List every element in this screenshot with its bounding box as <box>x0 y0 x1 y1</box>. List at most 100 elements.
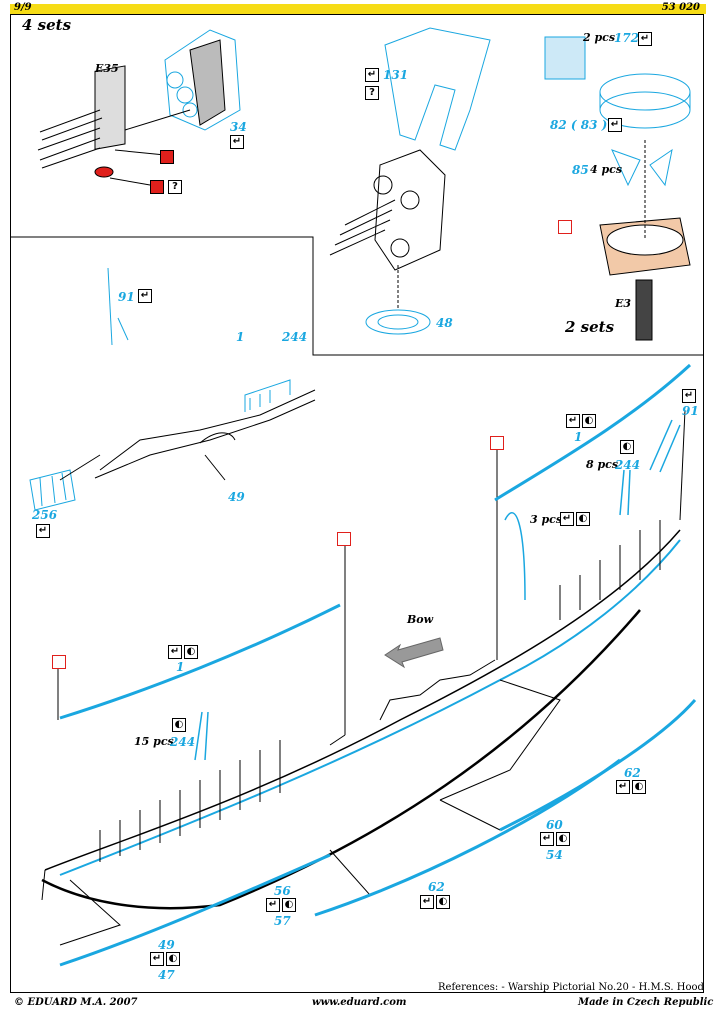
pe-stanchions <box>194 419 681 761</box>
pe-block-172 <box>544 36 586 80</box>
part-244-b: 244 <box>615 458 641 472</box>
part-82: 82 ( 83 ) <box>550 118 608 132</box>
fold-icon: ↵ <box>266 898 280 912</box>
bend-icon: ◐ <box>166 952 180 966</box>
superstructure <box>329 659 496 746</box>
qty-label: 2 pcs <box>583 31 616 44</box>
part-256: 256 <box>32 508 58 522</box>
stanchion-leaders <box>99 520 661 862</box>
part-244: 244 <box>282 330 308 344</box>
sets-label-2: 2 sets <box>565 318 615 336</box>
copyright: © EDUARD M.A. 2007 <box>14 997 138 1008</box>
paint-red-icon <box>160 150 174 164</box>
page-frame <box>10 14 704 993</box>
bend-icon: ◐ <box>172 718 186 732</box>
part-34: 34 <box>230 120 247 134</box>
website-link[interactable]: www.eduard.com <box>312 997 407 1008</box>
deck-outline <box>439 679 561 801</box>
qty-label: 15 pcs <box>134 735 174 748</box>
bend-icon: ◐ <box>436 895 450 909</box>
bend-icon: ◐ <box>620 440 634 454</box>
part-85: 85 <box>572 163 589 177</box>
sets-label-4: 4 sets <box>22 16 72 34</box>
section-divider <box>10 236 704 356</box>
pe-shield-34 <box>164 29 241 131</box>
part-1-c: 1 <box>176 660 185 674</box>
fold-icon: ↵ <box>230 135 244 149</box>
pe-hood-131 <box>384 27 491 151</box>
part-1: 1 <box>236 330 245 344</box>
leader-line <box>679 409 686 521</box>
fold-icon: ↵ <box>420 895 434 909</box>
kit-code: 53 020 <box>661 2 700 13</box>
label-e35: E35 <box>95 62 119 75</box>
qty-label: 8 pcs <box>586 458 619 471</box>
label-e3: E3 <box>615 297 632 310</box>
hull <box>41 529 681 910</box>
part-62-b: 62 <box>428 880 445 894</box>
pe-railing-244 <box>244 379 291 412</box>
unknown-icon: ? <box>365 86 379 100</box>
part-91: 91 <box>118 290 135 304</box>
fold-icon: ↵ <box>560 512 574 526</box>
paint-icon <box>558 220 572 234</box>
fold-icon: ↵ <box>638 32 652 46</box>
part-49-b: 49 <box>158 938 175 952</box>
fold-icon: ↵ <box>168 645 182 659</box>
fold-icon: ↵ <box>150 952 164 966</box>
origin: Made in Czech Republic <box>578 997 714 1008</box>
part-91-b: 91 <box>682 404 699 418</box>
fold-icon: ↵ <box>616 780 630 794</box>
fold-icon: ↵ <box>138 289 152 303</box>
part-172: 172 <box>614 31 640 45</box>
fold-icon: ↵ <box>682 389 696 403</box>
gun-turret-e35 <box>37 65 126 178</box>
bow-arrow <box>384 637 444 669</box>
part-244-c: 244 <box>170 735 196 749</box>
bow-label: Bow <box>407 613 434 626</box>
pe-mast-91 <box>107 267 129 346</box>
part-49: 49 <box>228 490 245 504</box>
part-54: 54 <box>546 848 563 862</box>
qty-label: 4 pcs <box>590 163 623 176</box>
part-62: 62 <box>624 766 641 780</box>
fold-icon: ↵ <box>36 524 50 538</box>
paint-icon <box>490 436 504 450</box>
fold-icon: ↵ <box>566 414 580 428</box>
bend-icon: ◐ <box>184 645 198 659</box>
pe-ring-82 <box>599 73 691 129</box>
pe-railing-256 <box>29 469 76 511</box>
pe-base-48 <box>365 309 431 335</box>
qty-label: 3 pcs <box>530 513 563 526</box>
part-1-b: 1 <box>574 430 583 444</box>
bend-icon: ◐ <box>576 512 590 526</box>
fold-icon: ↵ <box>540 832 554 846</box>
pe-brackets-85 <box>611 148 673 187</box>
gun-turret-mid <box>329 149 446 310</box>
paint-icon <box>337 532 351 546</box>
forecastle-deck <box>94 389 316 479</box>
page-number: 9/9 <box>14 2 32 13</box>
pe-strips <box>59 363 697 967</box>
header-bar: 9/9 53 020 <box>10 2 706 14</box>
bend-icon: ◐ <box>632 780 646 794</box>
fold-icon: ↵ <box>608 118 622 132</box>
deck-outline <box>439 799 501 831</box>
part-131: 131 <box>383 68 409 82</box>
searchlight-mount-e3 <box>599 140 691 341</box>
part-47: 47 <box>158 968 175 982</box>
bend-icon: ◐ <box>282 898 296 912</box>
paint-red-icon <box>150 180 164 194</box>
references: References: - Warship Pictorial No.20 - … <box>438 982 704 993</box>
bend-icon: ◐ <box>556 832 570 846</box>
part-60: 60 <box>546 818 563 832</box>
fold-icon: ↵ <box>365 68 379 82</box>
part-48: 48 <box>436 316 453 330</box>
unknown-icon: ? <box>168 180 182 194</box>
paint-icon <box>52 655 66 669</box>
bend-icon: ◐ <box>582 414 596 428</box>
part-57: 57 <box>274 914 291 928</box>
deck-outline <box>59 879 121 946</box>
part-56: 56 <box>274 884 291 898</box>
